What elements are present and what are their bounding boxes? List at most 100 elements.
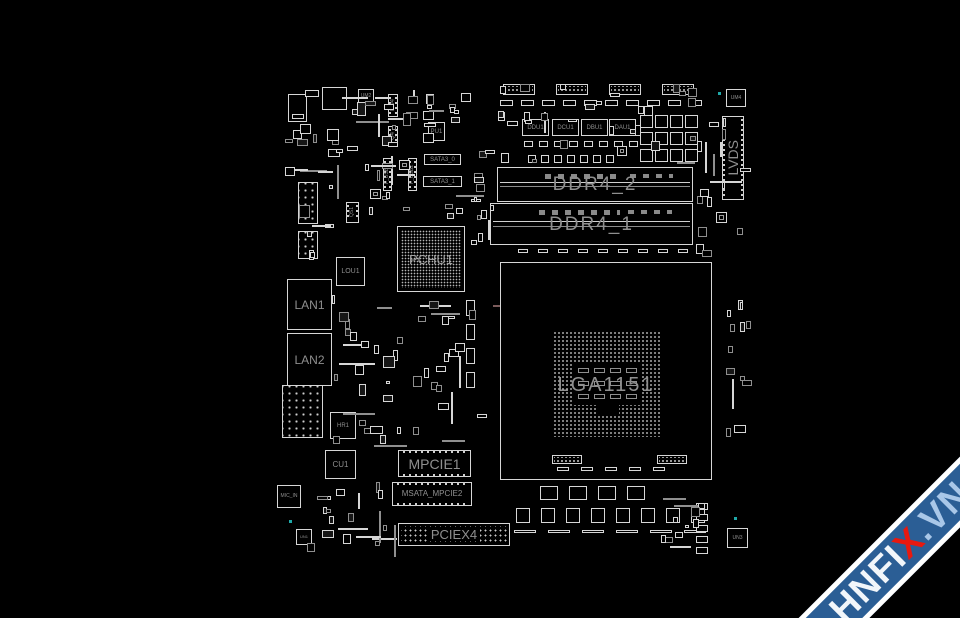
ddr4-1-slot[interactable]: DDR4_1 — [490, 203, 693, 245]
component — [334, 374, 338, 381]
mpcie1-slot[interactable]: MPCIE1 — [398, 450, 471, 477]
component — [670, 132, 683, 145]
lou1-chip[interactable]: LOU1 — [336, 257, 365, 286]
component — [372, 538, 397, 540]
lvds-connector[interactable]: LVDS — [722, 116, 744, 200]
component — [478, 233, 483, 242]
component — [641, 508, 655, 523]
component — [378, 114, 380, 137]
component — [746, 321, 751, 329]
sata3-1-connector[interactable]: SATA3_1 — [423, 176, 462, 187]
component — [377, 307, 392, 309]
component — [518, 249, 528, 253]
component — [685, 115, 698, 128]
msata-mpcie2-slot[interactable]: MSATA_MPCIE2 — [392, 482, 472, 506]
lou1-chip-label: LOU1 — [341, 268, 360, 275]
qs1-chip-label: QS1 — [349, 207, 355, 218]
component — [541, 113, 548, 121]
component — [442, 440, 465, 442]
component — [299, 205, 310, 218]
un1-chip[interactable]: UN1 — [296, 529, 312, 545]
sata3-0-connector[interactable]: SATA3_0 — [424, 154, 461, 165]
component — [740, 168, 751, 172]
component — [490, 205, 494, 211]
component — [670, 149, 683, 162]
sata3-0-connector-label: SATA3_0 — [430, 156, 455, 163]
component — [479, 151, 487, 158]
un1-chip-label: UN1 — [299, 534, 308, 539]
component — [658, 249, 668, 253]
component — [382, 136, 392, 146]
component — [580, 155, 588, 163]
component — [727, 310, 731, 317]
component — [300, 124, 311, 134]
audio-header[interactable] — [282, 385, 323, 438]
component — [663, 498, 686, 500]
component — [347, 146, 358, 151]
component — [578, 249, 588, 253]
component — [705, 142, 707, 173]
component — [293, 130, 302, 139]
dbu1-chip-label: DBU1 — [586, 124, 603, 131]
component — [678, 249, 688, 253]
um2-chip-label: UM2 — [360, 93, 372, 99]
component — [332, 295, 335, 304]
component — [532, 159, 537, 163]
cu1-chip[interactable]: CU1 — [325, 450, 356, 479]
qs1-chip[interactable]: QS1 — [346, 202, 359, 223]
cpu-socket[interactable]: LGA1151 — [500, 262, 712, 480]
component — [413, 376, 422, 387]
component — [599, 141, 608, 147]
component — [629, 141, 638, 147]
component — [408, 96, 418, 104]
component — [397, 337, 403, 344]
component — [651, 141, 660, 151]
component — [609, 126, 614, 135]
component — [333, 436, 340, 444]
component — [285, 139, 293, 143]
dcu1-chip[interactable]: DCU1 — [552, 119, 579, 136]
lan2-connector[interactable]: LAN2 — [287, 333, 332, 386]
component — [326, 509, 331, 513]
component — [514, 530, 536, 533]
component — [638, 106, 644, 114]
component — [371, 165, 396, 167]
component — [688, 98, 696, 107]
component — [477, 414, 487, 418]
component — [552, 455, 582, 464]
component — [466, 348, 475, 364]
um4-chip[interactable]: UM4 — [726, 89, 746, 107]
pu1-chip-label: PU1 — [430, 128, 443, 135]
pciex4-slot[interactable]: PCIEX4 — [398, 523, 510, 546]
component — [722, 182, 725, 189]
component — [391, 156, 393, 185]
cu1-chip-label: CU1 — [332, 459, 349, 469]
un3-connector[interactable]: UN3 — [727, 528, 748, 548]
dbu1-chip[interactable]: DBU1 — [581, 119, 608, 136]
pch-chip[interactable]: PCHU1 — [397, 226, 465, 292]
mic-in-connector[interactable]: MIC_IN — [277, 485, 301, 508]
component — [383, 525, 387, 531]
component — [438, 403, 449, 410]
component — [481, 210, 487, 219]
component — [742, 380, 752, 386]
component — [540, 486, 558, 500]
component — [423, 133, 434, 143]
component — [429, 301, 439, 309]
component — [734, 425, 746, 433]
component — [383, 395, 393, 402]
component — [350, 332, 357, 341]
component — [685, 525, 689, 528]
lan2-connector-label: LAN2 — [294, 352, 325, 367]
component — [521, 100, 534, 106]
hr1-chip[interactable]: HR1 — [330, 412, 356, 439]
component — [384, 104, 394, 110]
component — [691, 507, 700, 517]
lan1-connector[interactable]: LAN1 — [287, 279, 332, 330]
ddr4-2-slot[interactable]: DDR4_2 — [497, 167, 693, 202]
component — [397, 174, 415, 176]
component — [380, 435, 386, 444]
component — [728, 346, 733, 353]
component — [581, 467, 593, 471]
